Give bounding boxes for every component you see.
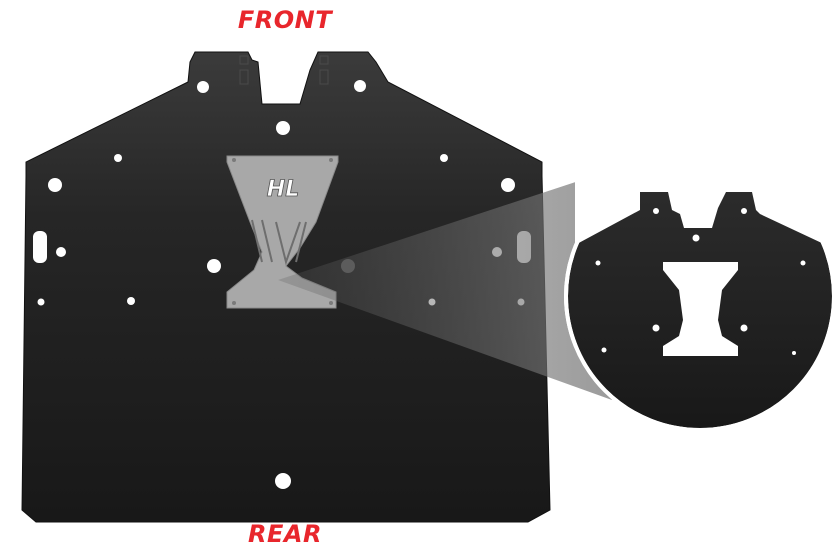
insert-v-marks	[251, 219, 307, 266]
rear-label: REAR	[248, 520, 322, 548]
brand-logo: HL	[267, 177, 299, 202]
zoom-beam	[278, 170, 612, 400]
zoom-plate-edge	[575, 160, 826, 245]
front-label: FRONT	[237, 6, 333, 34]
insert-bolt-holes	[232, 158, 333, 305]
front-notch-details	[239, 55, 329, 85]
zoom-insert-cutout	[663, 262, 738, 356]
zoom-holes	[595, 208, 806, 355]
zoom-detail-circle	[564, 160, 836, 432]
left-slot	[33, 231, 47, 263]
